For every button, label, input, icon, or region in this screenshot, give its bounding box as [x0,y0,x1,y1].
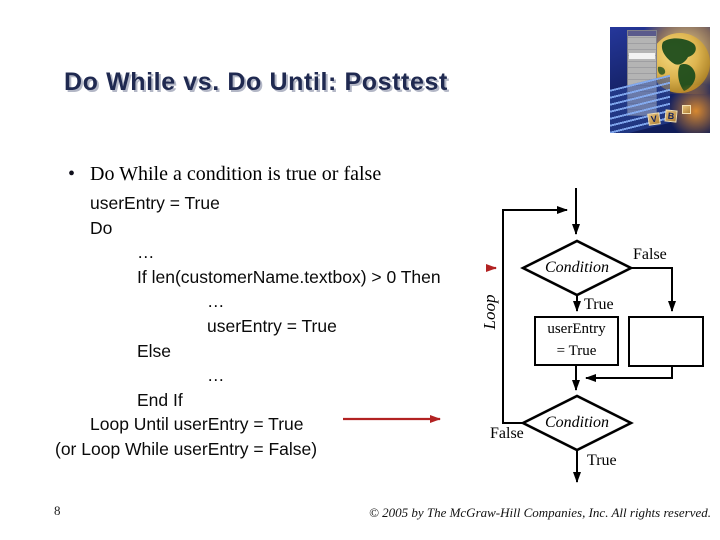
fc-true-1-label: True [584,296,614,313]
fc-process-box-2 [628,316,704,367]
code-line: Loop Until userEntry = True [90,414,304,435]
fc-diamond-2 [520,394,634,452]
fc-true-2-label: True [587,452,617,469]
fc-condition-1-label: Condition [544,259,609,276]
fc-false-2-label: False [490,425,524,442]
code-line: End If [137,389,183,410]
fc-loopback-line [502,206,568,424]
page-number: 8 [54,503,61,518]
code-line: … [207,291,225,312]
code-line: (or Loop While userEntry = False) [55,438,318,459]
menu-titlebar [628,31,656,36]
code-line: … [137,242,155,263]
code-listing: userEntry = True Do … If len(customerNam… [55,191,485,462]
keyboard-key-small [682,105,691,114]
fc-d1-false-line [630,267,676,312]
globe-continents [657,38,696,91]
fc-process-line2: = True [556,343,597,359]
bullet-line: • Do While a condition is true or false [68,163,381,186]
bullet-marker: • [68,163,76,185]
code-line: userEntry = True [90,193,220,213]
code-line: Do [90,217,113,238]
fc-loop-label: Loop [480,294,499,330]
code-line: Else [137,340,172,361]
bullet-text: Do While a condition is true or false [90,163,382,185]
vb-globe-clipart: V B [610,27,710,133]
menu-highlight-row [629,53,655,59]
fc-process-box-1-label: userEntry = True [535,318,618,364]
fc-diamond-1 [520,239,634,297]
copyright-text: © 2005 by The McGraw-Hill Companies, Inc… [368,505,711,520]
code-line: userEntry = True [207,315,337,336]
fc-false-1-label: False [633,246,667,263]
fc-process-box-1 [534,316,619,366]
fc-box2-out-line [585,366,673,382]
code-line: If len(customerName.textbox) > 0 Then [137,266,441,287]
code-line: … [207,365,225,386]
fc-process-line1: userEntry [547,321,606,338]
slide-title: Do While vs. Do Until: Posttest [64,68,448,96]
fc-condition-2-label: Condition [544,414,609,431]
